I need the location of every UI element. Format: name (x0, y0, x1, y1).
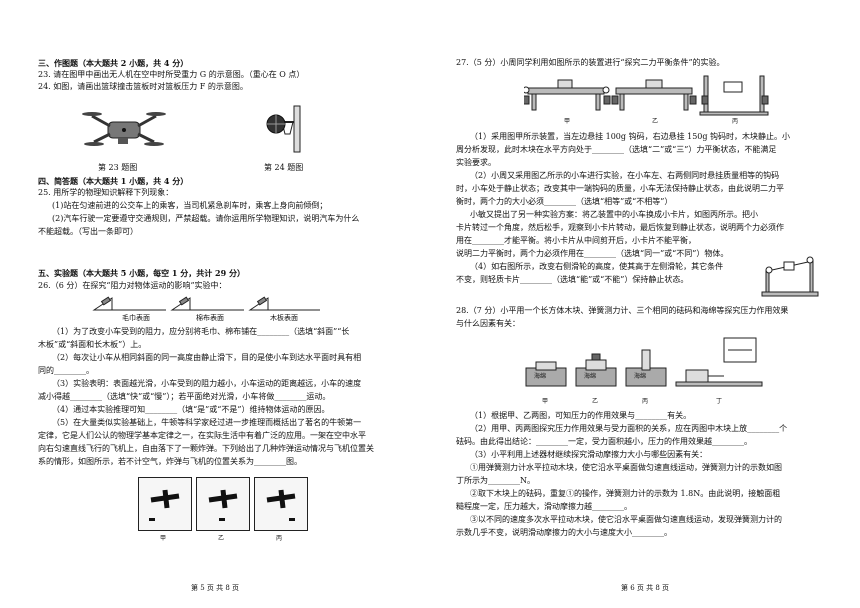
question-28-3a: ①用弹簧测力计水平拉动木块，使它沿水平桌面做匀速直线运动，弹簧测力计的示数如图 (470, 463, 782, 472)
question-28-3ab: 丁所示为________N。 (456, 476, 535, 485)
left-page: 三、作图题（本大题共 2 小题，共 4 分） 23. 请在图甲中画出无人机在空中… (38, 58, 374, 592)
question-26-2: （2）每次让小车从相同斜面的同一高度由静止滑下，目的是使小车到达水平面时具有相 (52, 353, 362, 362)
bomb-panel-jia (138, 477, 192, 531)
question-26-1: （1）为了改变小车受到的阻力，应分别将毛巾、棉布铺在________（选填“斜面… (52, 327, 350, 336)
question-26-5: （5）在大量类似实验基础上，牛顿等科学家经过进一步推理而概括出了著名的牛顿第一 (52, 418, 362, 427)
question-27-1c: 实验要求。 (456, 158, 496, 167)
bomb-panel-yi (196, 477, 250, 531)
surface-cotton: 棉布表面 (196, 314, 224, 322)
left-page-footer: 第 5 页 共 8 页 (190, 584, 240, 592)
question-27-3b: 卡片转过一个角度，然后松手，观察到小卡片转动，最后恢复到静止状态，说明两个力必须… (456, 223, 784, 232)
surface-towel: 毛巾表面 (122, 314, 150, 322)
question-23: 23. 请在图甲中画出无人机在空中时所受重力 G 的示意图。（重心在 O 点） (38, 70, 305, 79)
question-27-2: （2）小周又采用图乙所示的小车进行实验，在小车左、右两侧同时悬挂质量相等的钩码 (470, 171, 780, 180)
bomb-label-yi: 乙 (218, 535, 225, 542)
question-26-1b: 木板”或“斜面和长木板”）上。 (38, 340, 147, 349)
question-26-2b: 同的________。 (38, 366, 94, 375)
sponge-label-2: 海绵 (584, 373, 597, 380)
section-3-title: 三、作图题（本大题共 2 小题，共 4 分） (38, 58, 189, 68)
question-28-3: （3）小平利用上述器材继续探究滑动摩擦力大小与哪些因素有关： (470, 450, 708, 459)
fig27-label-jia: 甲 (564, 118, 571, 125)
question-26: 26.（6 分）在探究“阻力对物体运动的影响”实验中： (38, 281, 227, 290)
question-25-1: (1)站在匀速前进的公交车上的乘客，当司机紧急刹车时，乘客上身向前倾倒； (52, 201, 328, 210)
question-27-1: （1）采用图甲所示装置，当左边悬挂 100g 钩码，右边悬挂 150g 钩码时，… (470, 132, 791, 141)
fig27-label-yi: 乙 (652, 118, 659, 125)
question-27-4b: 不变，则轻质卡片________（选填“能”或“不能”）保持静止状态。 (456, 275, 689, 284)
question-28-2b: 砝码。由此得出结论：________一定，受力面积越小，压力的作用效果越____… (456, 437, 752, 446)
figure-24-caption: 第 24 题图 (264, 163, 304, 172)
fig28-label-jia: 甲 (542, 398, 549, 405)
question-28-3bb: 糙程度一定，压力越大，滑动摩擦力越________。 (456, 502, 632, 511)
bomb-label-jia: 甲 (160, 535, 167, 542)
question-27-1b: 周分析发现，此时木块在水平方向处于________（选填“二”或“三”）力平衡状… (456, 145, 777, 154)
question-27-3d: 说明二力平衡时，两个力必须作用在________（选填“同一”或“不同”）物体。 (456, 249, 729, 258)
sponge-label-1: 海绵 (534, 373, 547, 380)
question-26-5c: 向右匀速直线飞行的飞机上，自由落下了一颗炸弹。下列给出了几种炸弹运动情况与飞机位… (38, 444, 374, 453)
question-26-5d: 系的情形，如图所示，若不计空气，炸弹与飞机的位置关系为________图。 (38, 457, 302, 466)
question-25-2: (2)汽车行驶一定要遵守交通规则，严禁超载。请你运用所学物理知识，说明汽车为什么 (52, 214, 360, 223)
question-24: 24. 如图，请画出篮球撞击篮板时对篮板压力 F 的示意图。 (38, 82, 248, 91)
balance-experiment-figure (524, 75, 769, 116)
question-28-3b: ②取下木块上的砝码，重复①的操作，弹簧测力计的示数为 1.8N。由此说明，接触面… (470, 489, 781, 498)
question-27: 27.（5 分）小周同学利用如图所示的装置进行“探究二力平衡条件”的实验。 (456, 58, 725, 67)
bomb-panel-bing (254, 477, 308, 531)
fig28-label-yi: 乙 (592, 398, 599, 405)
basketball-figure (266, 105, 301, 153)
question-27-3c: 用在________才能平衡。将小卡片从中间剪开后，小卡片不能平衡， (456, 236, 696, 245)
question-26-3: （3）实验表明：表面越光滑，小车受到的阻力越小，小车运动的距离越远，小车的速度 (52, 379, 362, 388)
fig28-label-bing: 丙 (642, 398, 649, 405)
question-28-3c: ③以不同的速度多次水平拉动木块，使它沿水平桌面做匀速直线运动，发现弹簧测力计的 (470, 515, 782, 524)
figure-23-caption: 第 23 题图 (98, 163, 138, 172)
right-page: 27.（5 分）小周同学利用如图所示的装置进行“探究二力平衡条件”的实验。 甲 … (430, 0, 860, 608)
question-27-3: 小敏又提出了另一种实验方案：将乙装置中的小车换成小卡片，如图丙所示。把小 (470, 210, 758, 219)
question-27-2b: 时，小车处于静止状态；改变其中一端钩码的质量，小车无法保持静止状态，由此说明二力… (456, 184, 784, 193)
bomb-label-bing: 丙 (276, 535, 283, 542)
section-5-title: 五、实验题（本大题共 5 小题，每空 1 分，共计 29 分） (38, 268, 245, 278)
pulley-card-figure (761, 256, 819, 297)
question-26-5b: 定律，它是人们公认的物理学基本定律之一，在实际生活中有着广泛的应用。一架在空中水… (38, 431, 366, 440)
question-28-1: （1）根据甲、乙两图，可知压力的作用效果与________有关。 (470, 411, 692, 420)
question-26-4: （4）通过本实验推理可知________（填“是”或“不是”）维持物体运动的原因… (52, 405, 330, 414)
surface-wood: 木板表面 (270, 314, 298, 322)
right-page-footer: 第 6 页 共 8 页 (620, 584, 670, 592)
slope-experiment-figure (92, 296, 320, 311)
fig28-label-ding: 丁 (716, 398, 723, 405)
fig27-label-bing: 丙 (732, 118, 739, 125)
question-25: 25. 用所学的物理知识解释下列现象： (38, 188, 174, 197)
question-28-3cb: 示数几乎不变，说明滑动摩擦力的大小与速度大小________。 (456, 528, 672, 537)
question-25-2b: 不能超载。（写出一条即可） (38, 227, 138, 236)
question-27-4: （4）如右图所示，改变右侧滑轮的高度，使其高于左侧滑轮，其它条件 (470, 262, 724, 271)
sponge-label-3: 海绵 (634, 373, 647, 380)
drone-figure (82, 112, 166, 146)
question-28: 28.（7 分）小平用一个长方体木块、弹簧测力计、三个相同的砝码和海绵等探究压力… (456, 306, 789, 315)
section-4-title: 四、简答题（本大题共 1 小题，共 4 分） (38, 176, 189, 186)
question-28-2: （2）用甲、丙两图探究压力作用效果与受力面积的关系，应在丙图中木块上放_____… (470, 424, 788, 433)
question-28b: 与什么因素有关： (456, 319, 520, 328)
question-26-3b: 减小得越________（选填“快”或“慢”）；若平面绝对光滑，小车将做____… (38, 392, 331, 401)
pressure-experiment-figure (525, 337, 763, 387)
question-27-2c: 衡时，两个力的大小必须________（选填“相等”或“不相等”） (456, 197, 673, 206)
